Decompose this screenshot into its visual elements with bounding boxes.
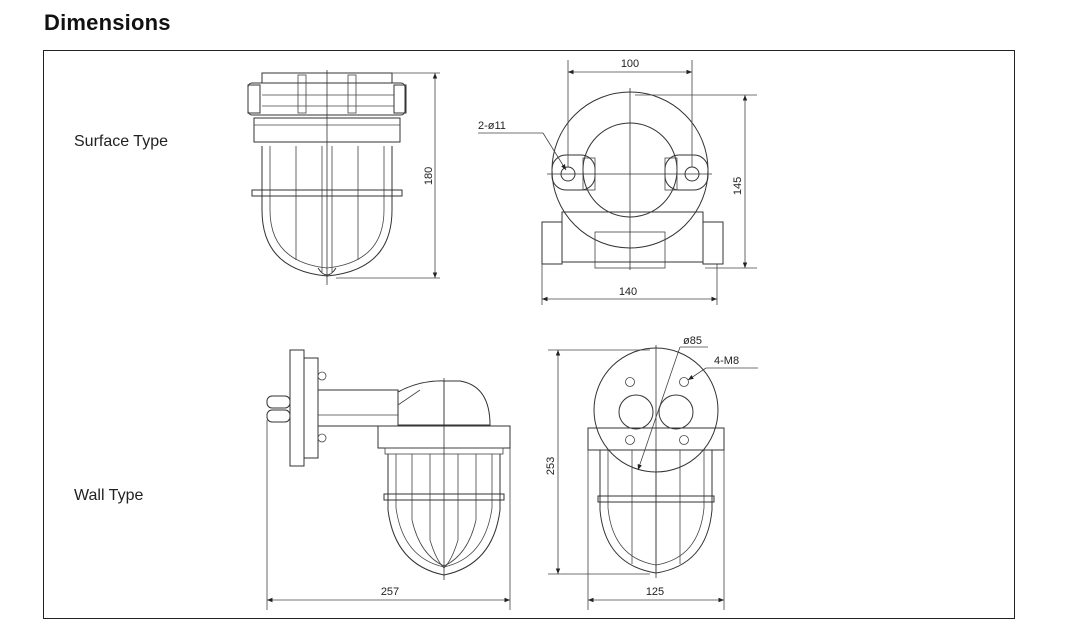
wall-width-dim: 125 [646,586,664,598]
surface-head-block [247,82,406,116]
wall-bolt-1 [625,377,635,387]
wall-bolt-4 [679,435,689,445]
surface-type-label: Surface Type [74,133,168,150]
surface-holes-leader [542,132,567,171]
surface-top-view: 100 2-ø11 145 140 [478,58,757,305]
wall-plate-boss [303,357,319,459]
surface-side-view: 180 [247,70,440,285]
wall-bolts-dim: 4-M8 [714,355,739,367]
surface-width-dim: 140 [619,286,637,298]
wall-side-view: 257 [266,349,511,610]
wall-entry-left [618,394,654,430]
surface-height-dim: 180 [423,167,435,185]
wall-type-label: Wall Type [74,487,144,504]
surface-left-gland [247,84,261,114]
wall-bolt-3 [625,435,635,445]
wall-length-dim: 257 [381,586,399,598]
wall-flange-dia-leader [637,346,681,471]
wall-arm [318,389,399,427]
wall-fitting-head [397,380,491,426]
wall-plate [289,349,305,467]
wall-entry-right [658,394,694,430]
surface-holes-dim: 2-ø11 [478,120,506,132]
wall-bolt-2 [679,377,689,387]
surface-left-ear [551,154,596,191]
surface-hole-spacing-dim: 100 [621,58,639,70]
surface-right-entry [702,221,724,265]
wall-bolts-leader [687,367,707,381]
surface-right-gland [393,84,407,114]
wall-flange-dia-dim: ø85 [683,335,702,347]
drawing-frame [43,50,1015,619]
surface-post-right [347,74,357,114]
surface-post-left [297,74,307,114]
wall-front-view: ø85 4-M8 253 125 [545,335,758,610]
surface-right-ear [664,154,709,191]
wall-height-dim: 253 [545,457,557,475]
surface-depth-dim: 145 [732,177,744,195]
surface-body [561,211,704,263]
surface-left-entry [541,221,563,265]
page-title: Dimensions [44,10,171,35]
